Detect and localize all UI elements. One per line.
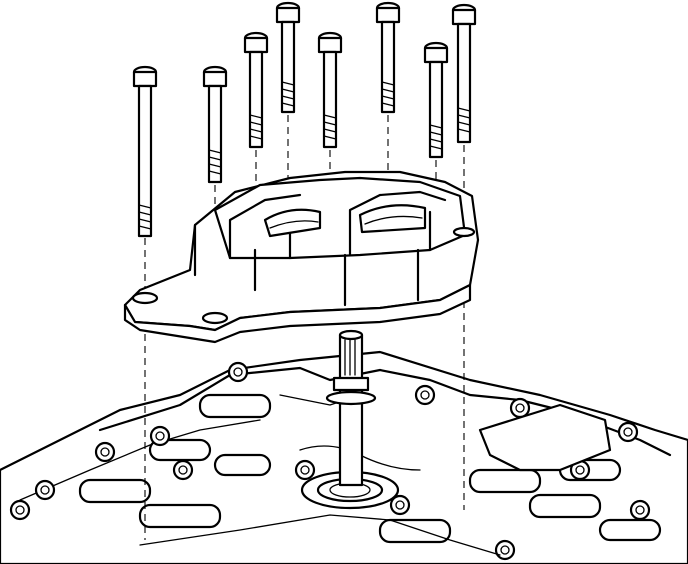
valve-body-bolt-heads [9, 361, 651, 561]
bolt-5 [317, 31, 343, 149]
bolt-7 [423, 41, 449, 159]
cover-housing [123, 170, 480, 344]
bolt-4 [275, 1, 301, 114]
bolt-2 [202, 65, 228, 184]
shaft [325, 329, 377, 487]
bolt-6 [375, 1, 401, 114]
bolt-8 [451, 3, 477, 144]
bolt-3 [243, 31, 269, 149]
bolts [132, 1, 477, 238]
bolt-1 [132, 65, 158, 238]
